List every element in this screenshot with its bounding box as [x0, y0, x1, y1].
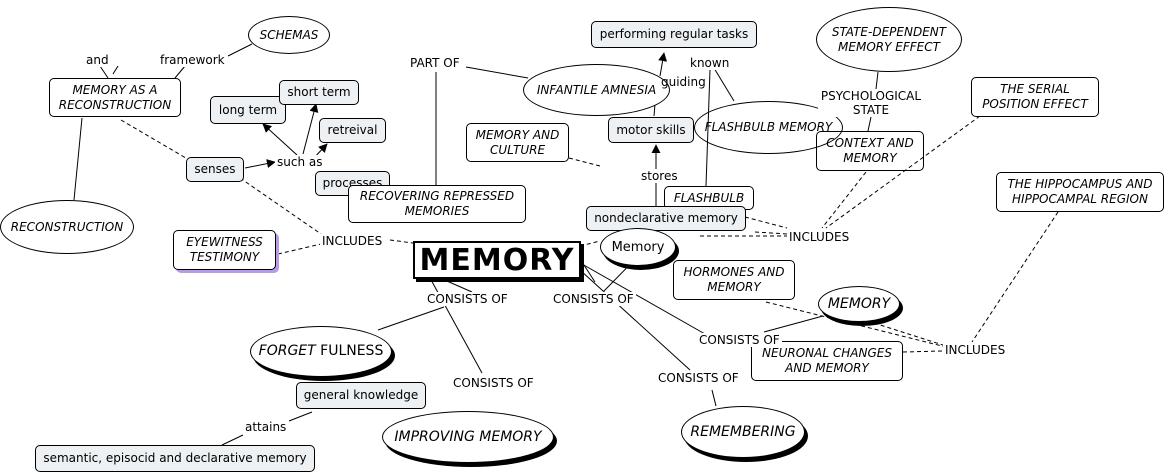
link-label-consists-lower: CONSISTS OF: [697, 333, 782, 347]
eyewitness-node[interactable]: EYEWITNESS TESTIMONY: [173, 230, 276, 270]
long-term-node[interactable]: long term: [210, 96, 286, 124]
eyewitness-label: EYEWITNESS TESTIMONY: [186, 235, 263, 264]
remembering-node[interactable]: REMEMBERING: [681, 406, 805, 458]
recovering-node[interactable]: RECOVERING REPRESSED MEMORIES: [348, 185, 526, 223]
forget-part: FORGET: [258, 343, 316, 359]
memory-culture-label: MEMORY AND CULTURE: [475, 127, 560, 157]
flashbulb-ellipse-node[interactable]: FLASHBULB MEMORY: [694, 101, 843, 154]
link-label-consists-left: CONSISTS OF: [425, 292, 510, 306]
improving-node[interactable]: IMPROVING MEMORY: [382, 411, 554, 463]
central-memory-label: MEMORY: [419, 242, 575, 278]
flashbulb-box-label: FLASHBULB: [673, 190, 745, 205]
general-knowledge-label: general knowledge: [303, 388, 419, 402]
short-term-label: short term: [287, 85, 351, 99]
memory-ellipse-node[interactable]: Memory: [600, 228, 676, 266]
reconstruction-label: RECONSTRUCTION: [10, 219, 124, 234]
nondeclarative-label: nondeclarative memory: [594, 211, 738, 225]
link-label-consists-remembering: CONSISTS OF: [656, 371, 741, 385]
link-label-framework: framework: [158, 53, 227, 67]
hippocampus-node[interactable]: THE HIPPOCAMPUS AND HIPPOCAMPAL REGION: [996, 172, 1164, 212]
schemas-node[interactable]: SCHEMAS: [248, 16, 330, 54]
senses-label: senses: [194, 162, 236, 176]
memory-italic-node[interactable]: MEMORY: [818, 286, 900, 322]
link-label-includes-right: INCLUDES: [787, 230, 852, 244]
retrieval-node[interactable]: retreival: [319, 118, 386, 143]
context-memory-label: CONTEXT AND MEMORY: [826, 136, 914, 165]
memory-ellipse-label: Memory: [611, 239, 665, 255]
hormones-node[interactable]: HORMONES AND MEMORY: [673, 260, 795, 300]
recovering-label: RECOVERING REPRESSED MEMORIES: [359, 189, 515, 218]
state-dependent-node[interactable]: STATE-DEPENDENT MEMORY EFFECT: [816, 7, 962, 72]
memory-reconstruction-node[interactable]: MEMORY AS A RECONSTRUCTION: [49, 78, 181, 117]
semantic-label: semantic, episocid and declarative memor…: [43, 451, 307, 465]
schemas-label: SCHEMAS: [259, 27, 319, 42]
state-dependent-label: STATE-DEPENDENT MEMORY EFFECT: [831, 24, 947, 54]
nondeclarative-node[interactable]: nondeclarative memory: [586, 206, 746, 231]
link-label-known: known: [688, 56, 732, 70]
context-memory-node[interactable]: CONTEXT AND MEMORY: [816, 131, 924, 171]
fulness-part: FULNESS: [315, 343, 384, 359]
motor-skills-node[interactable]: motor skills: [608, 117, 694, 143]
link-label-and: and: [84, 53, 111, 67]
remembering-label: REMEMBERING: [690, 423, 796, 440]
link-label-attains: attains: [243, 420, 289, 434]
flashbulb-ellipse-label: FLASHBULB MEMORY: [704, 120, 833, 134]
link-label-guiding: guiding: [661, 75, 706, 89]
infantile-amnesia-node[interactable]: INFANTILE AMNESIA: [523, 64, 670, 116]
serial-position-label: THE SERIAL POSITION EFFECT: [982, 82, 1088, 111]
semantic-node[interactable]: semantic, episocid and declarative memor…: [35, 445, 315, 472]
link-label-consists-improving: CONSISTS OF: [451, 376, 536, 390]
serial-position-node[interactable]: THE SERIAL POSITION EFFECT: [971, 77, 1099, 117]
hormones-label: HORMONES AND MEMORY: [683, 265, 785, 294]
general-knowledge-node[interactable]: general knowledge: [296, 382, 426, 409]
link-label-part-of: PART OF: [408, 56, 462, 70]
short-term-node[interactable]: short term: [279, 80, 359, 105]
performing-tasks-node[interactable]: performing regular tasks: [591, 21, 757, 48]
link-label-consists-mid: CONSISTS OF: [551, 292, 636, 306]
performing-tasks-label: performing regular tasks: [599, 27, 749, 41]
improving-label: IMPROVING MEMORY: [394, 428, 542, 445]
neuronal-node[interactable]: NEURONAL CHANGES AND MEMORY: [751, 341, 903, 381]
motor-skills-label: motor skills: [616, 122, 686, 137]
reconstruction-node[interactable]: RECONSTRUCTION: [0, 200, 134, 254]
forgetfulness-label: FORGET FULNESS: [259, 344, 384, 359]
central-memory-node[interactable]: MEMORY: [413, 241, 581, 279]
neuronal-label: NEURONAL CHANGES AND MEMORY: [762, 346, 892, 375]
link-label-includes-left: INCLUDES: [320, 234, 385, 248]
senses-node[interactable]: senses: [186, 157, 244, 182]
memory-culture-node[interactable]: MEMORY AND CULTURE: [466, 123, 569, 162]
memory-reconstruction-label: MEMORY AS A RECONSTRUCTION: [58, 82, 172, 112]
link-label-includes-lower: INCLUDES: [943, 343, 1008, 357]
hippocampus-label: THE HIPPOCAMPUS AND HIPPOCAMPAL REGION: [1007, 177, 1153, 206]
long-term-label: long term: [218, 102, 278, 117]
infantile-amnesia-label: INFANTILE AMNESIA: [536, 82, 657, 97]
link-label-psychological-state: PSYCHOLOGICAL STATE: [818, 89, 924, 117]
memory-italic-label: MEMORY: [827, 295, 891, 312]
link-label-stores: stores: [639, 169, 680, 183]
link-label-such-as: such as: [275, 155, 325, 169]
retrieval-label: retreival: [327, 123, 378, 137]
forgetfulness-node[interactable]: FORGET FULNESS: [250, 326, 392, 377]
